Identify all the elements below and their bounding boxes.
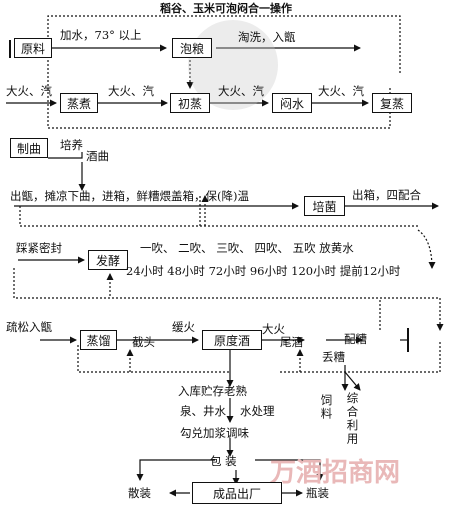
label-dahuoqi-1: 大火、汽 <box>6 84 52 98</box>
label-huanhuo: 缓火 <box>172 320 195 334</box>
label-dahuoqi-3: 大火、汽 <box>218 84 264 98</box>
label-dahuo: 大火 <box>262 322 285 336</box>
label-zonghe: 综合利用 <box>345 392 360 446</box>
node-yuanliao: 原料 <box>14 38 52 58</box>
label-chuzeng-line: 出甑，摊凉下曲，进箱，鲜糟煨盖箱，保(降)温 <box>10 189 249 203</box>
label-jiuqu: 酒曲 <box>86 149 109 163</box>
watermark-text: 万酒招商网 <box>270 458 401 488</box>
node-fajiao: 发酵 <box>88 250 128 270</box>
label-shuichuli: 水处理 <box>240 404 275 418</box>
label-caijin: 踩紧密封 <box>16 241 62 255</box>
node-peijun: 培菌 <box>304 196 345 216</box>
label-peiyang: 培养 <box>60 138 83 152</box>
label-chui-sequence: 一吹、 二吹、 三吹、 四吹、 五吹 放黄水 <box>140 241 354 255</box>
label-peizao: 配糟 <box>344 332 367 346</box>
label-dahuoqi-2: 大火、汽 <box>108 84 154 98</box>
label-sanzhuang: 散装 <box>128 486 151 500</box>
label-siliao: 饲料 <box>319 394 334 421</box>
label-goudui: 勾兑加浆调味 <box>180 426 249 440</box>
label-weijiu: 尾酒 <box>280 335 303 349</box>
label-quanshui: 泉、井水 <box>180 404 226 418</box>
label-diuzao: 丢糟 <box>322 350 345 364</box>
node-yuandujiu: 原度酒 <box>202 330 262 350</box>
label-shusong: 疏松入甑 <box>6 320 52 334</box>
node-zhengzhu: 蒸煮 <box>60 93 98 113</box>
node-chuzheng: 初蒸 <box>170 93 210 113</box>
label-ruku: 入库贮存老熟 <box>178 384 247 398</box>
label-pingzhuang: 瓶装 <box>306 486 329 500</box>
label-hours-sequence: 24小时 48小时 72小时 96小时 120小时 提前12小时 <box>126 264 401 278</box>
label-dahuoqi-4: 大火、汽 <box>318 84 364 98</box>
node-fuzheng: 复蒸 <box>372 93 412 113</box>
label-taoxi: 淘洗，入甑 <box>238 30 296 44</box>
node-zhiqu: 制曲 <box>10 138 48 158</box>
label-baozhuang: 包 装 <box>210 454 237 468</box>
label-jiashui: 加水，73° 以上 <box>60 28 142 42</box>
label-chuxiang: 出箱，四配合 <box>352 188 421 202</box>
node-zhengliu: 蒸馏 <box>80 330 117 350</box>
label-jietou: 截头 <box>132 335 155 349</box>
node-chengpin: 成品出厂 <box>192 482 282 504</box>
node-menshui: 闷水 <box>272 93 312 113</box>
node-paoliang: 泡粮 <box>172 38 212 58</box>
diagram-title: 稻谷、玉米可泡闷合一操作 <box>160 2 292 15</box>
